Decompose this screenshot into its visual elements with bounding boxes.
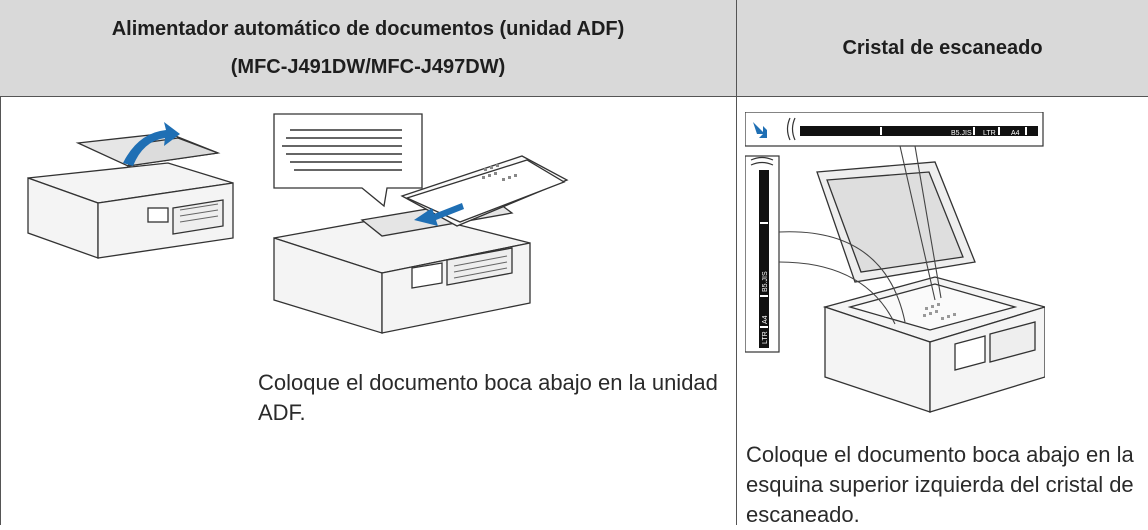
header-adf-models: (MFC-J491DW/MFC-J497DW) <box>230 56 506 78</box>
insert-arrow-icon <box>414 203 464 226</box>
top-ruler-label-a4: A4 <box>1011 130 1020 137</box>
header-glass-title: Cristal de escaneado <box>842 36 1043 59</box>
glass-caption: Coloque el documento boca abajo en la es… <box>746 442 1134 527</box>
side-ruler-label-a4: A4 <box>762 315 769 324</box>
header-adf-title: Alimentador automático de documentos (un… <box>111 18 625 40</box>
table-left-border <box>0 96 1 525</box>
adf-open-illustration <box>27 122 234 259</box>
top-ruler-label-b5: B5.JIS <box>951 130 972 137</box>
adf-load-illustration <box>273 113 569 334</box>
document-callout <box>273 113 423 208</box>
corner-arrow-icon <box>753 122 767 138</box>
header-adf: Alimentador automático de documentos (un… <box>0 0 736 97</box>
side-ruler-label-ltr: LTR <box>762 331 769 344</box>
header-glass: Cristal de escaneado <box>737 0 1148 97</box>
column-divider <box>736 0 737 525</box>
adf-caption: Coloque el documento boca abajo en la un… <box>258 370 718 425</box>
lift-arrow-icon <box>123 122 180 166</box>
side-ruler-label-b5: B5.JIS <box>762 271 769 292</box>
side-ruler: B5.JIS A4 LTR <box>745 155 780 353</box>
glass-illustration: B5.JIS LTR A4 B5.JIS A4 LTR <box>745 112 1045 413</box>
top-ruler-label-ltr: LTR <box>983 130 996 137</box>
top-ruler: B5.JIS LTR A4 <box>745 112 1044 147</box>
